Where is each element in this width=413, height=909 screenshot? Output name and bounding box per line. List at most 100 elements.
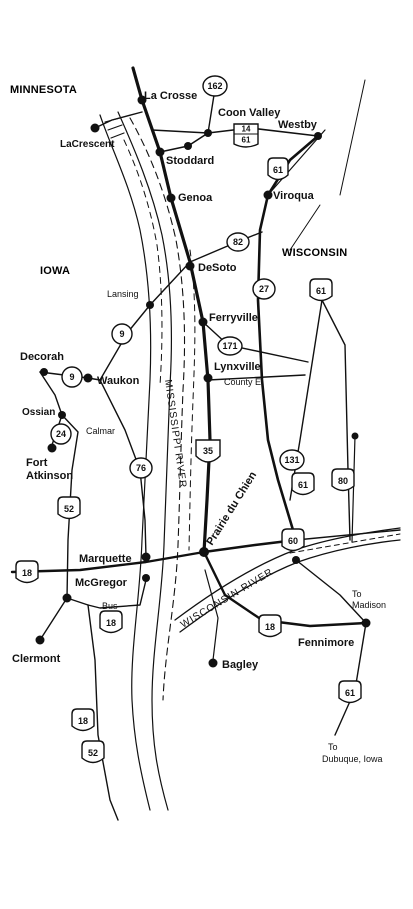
route-shield-52-south[interactable]: 52 [81,740,105,764]
label-westby[interactable]: Westby [278,119,318,131]
label-to-dubuque-2[interactable]: Dubuque, Iowa [322,754,383,764]
mississippi-river [99,111,196,811]
town-dot-genoa[interactable] [166,193,176,203]
route-shield-131[interactable]: 131 [279,449,305,471]
towns [35,95,371,668]
town-dot-westby[interactable] [314,132,322,140]
label-fort-atkinson-2[interactable]: Atkinson [26,470,73,482]
town-dot-lynxville[interactable] [203,373,213,383]
svg-text:61: 61 [298,480,308,490]
town-dot-ferryville[interactable] [198,317,208,327]
route-shield-162[interactable]: 162 [202,75,228,97]
label-desoto[interactable]: DeSoto [198,262,237,274]
route-shield-18-bus[interactable]: 18 [99,610,123,634]
svg-text:61: 61 [242,136,251,145]
town-dot-mcgregor[interactable] [62,593,72,603]
route-shield-18-east[interactable]: 18 [258,614,282,638]
label-bus[interactable]: Bus [102,601,118,611]
label-marquette[interactable]: Marquette [79,553,132,565]
svg-text:162: 162 [207,81,222,91]
svg-text:9: 9 [119,329,124,339]
label-fort-atkinson-1[interactable]: Fort [26,457,48,469]
label-decorah[interactable]: Decorah [20,351,64,363]
town-dot-viroqua[interactable] [263,190,273,200]
label-lacrescent[interactable]: LaCrescent [60,139,115,150]
route-shield-82[interactable]: 82 [226,232,250,252]
label-mcgregor[interactable]: McGregor [75,577,128,589]
town-dot-la-crosse[interactable] [137,95,147,105]
town-dot-prairie-du-chien[interactable] [199,547,209,557]
route-shield-61-viroqua[interactable]: 61 [267,157,289,181]
town-dot-clermont[interactable] [35,635,45,645]
town-dot-mcgregor-east[interactable] [142,574,150,582]
svg-text:76: 76 [136,463,146,473]
town-dot-coon-valley[interactable] [204,129,212,137]
label-waukon[interactable]: Waukon [97,375,140,387]
svg-text:9: 9 [69,372,74,382]
route-shield-18-south[interactable]: 18 [71,708,95,732]
label-to-dubuque-1[interactable]: To [328,742,338,752]
label-clermont[interactable]: Clermont [12,653,61,665]
label-lansing[interactable]: Lansing [107,289,139,299]
town-dot-ossian[interactable] [58,411,66,419]
label-genoa[interactable]: Genoa [178,192,213,204]
svg-text:61: 61 [316,286,326,296]
route-shield-80[interactable]: 80 [331,468,355,492]
svg-text:80: 80 [338,476,348,486]
route-shield-18-west[interactable]: 18 [15,560,39,584]
route-shield-35[interactable]: 35 [195,439,221,463]
town-dot-coon-valley-west[interactable] [184,142,192,150]
svg-text:171: 171 [222,341,237,351]
region-iowa: IOWA [40,265,70,277]
route-shield-61-mid[interactable]: 61 [291,472,315,496]
town-dot-fort-atkinson[interactable] [47,443,57,453]
svg-text:24: 24 [56,429,66,439]
town-dot-north-80[interactable] [351,432,359,440]
town-dot-fennimore[interactable] [361,618,371,628]
town-dot-lacrescent[interactable] [90,123,100,133]
svg-text:52: 52 [64,504,74,514]
route-shield-171[interactable]: 171 [217,336,243,356]
label-viroqua[interactable]: Viroqua [273,190,315,202]
label-stoddard[interactable]: Stoddard [166,155,214,167]
state-route-shields: 162 82 27 9 171 9 24 76 [50,75,305,479]
svg-text:52: 52 [88,748,98,758]
route-shield-52-upper[interactable]: 52 [57,496,81,520]
label-prairie-du-chien[interactable]: Prairie du Chien [204,469,259,547]
town-dot-desoto[interactable] [185,261,195,271]
route-shield-9-lansing[interactable]: 9 [111,323,133,345]
svg-text:61: 61 [273,165,283,175]
route-shield-61-wi[interactable]: 61 [309,278,333,302]
label-coon-valley[interactable]: Coon Valley [218,107,281,119]
svg-text:61: 61 [345,688,355,698]
label-calmar[interactable]: Calmar [86,426,115,436]
label-lynxville[interactable]: Lynxville [214,361,261,373]
label-to-madison-2[interactable]: Madison [352,600,386,610]
town-dot-decorah[interactable] [40,368,48,376]
label-la-crosse[interactable]: La Crosse [144,90,197,102]
svg-text:35: 35 [203,446,213,456]
svg-text:18: 18 [106,618,116,628]
town-dot-bagley[interactable] [208,658,218,668]
route-shield-61-south[interactable]: 61 [338,680,362,704]
label-county-e[interactable]: County E [224,377,261,387]
town-dot-lansing[interactable] [146,301,154,309]
town-dot-junction[interactable] [292,556,300,564]
label-bagley[interactable]: Bagley [222,659,259,671]
region-wisconsin: WISCONSIN [282,247,347,259]
label-to-madison-1[interactable]: To [352,589,362,599]
route-shield-27[interactable]: 27 [252,278,276,300]
label-ossian[interactable]: Ossian [22,407,55,418]
svg-text:60: 60 [288,536,298,546]
label-ferryville[interactable]: Ferryville [209,312,258,324]
route-shield-60[interactable]: 60 [281,528,305,552]
route-shield-24[interactable]: 24 [50,423,72,445]
town-dot-waukon[interactable] [83,373,93,383]
town-dot-stoddard[interactable] [155,147,165,157]
route-shield-14-61[interactable]: 14 61 [233,123,259,148]
town-dot-marquette[interactable] [141,552,151,562]
route-shield-76[interactable]: 76 [129,457,153,479]
route-shield-9-decorah[interactable]: 9 [61,366,83,388]
label-fennimore[interactable]: Fennimore [298,637,354,649]
